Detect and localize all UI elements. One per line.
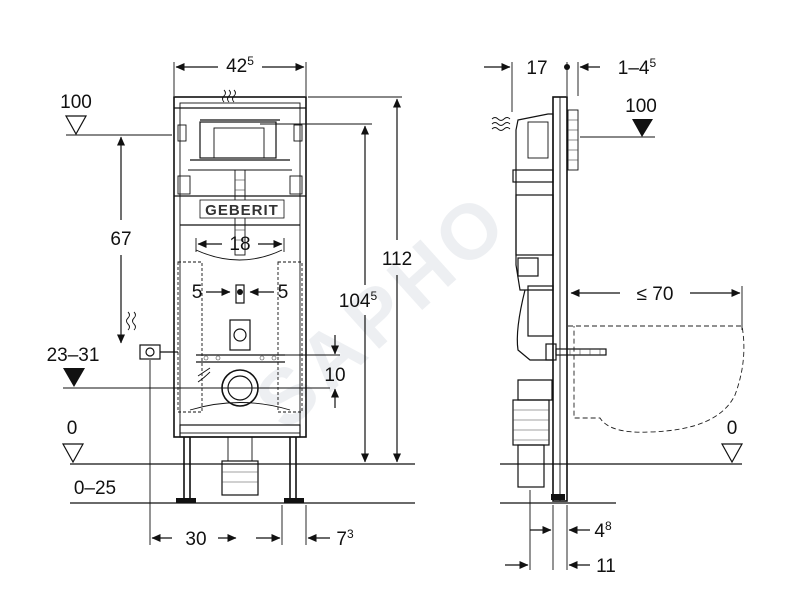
brand-plate: GEBERIT [199,199,285,219]
water-supply-wave-icon [126,311,136,331]
dim-11: 11 [596,556,616,577]
brand-logo-text: GEBERIT [205,202,279,219]
flow-wave-icon [197,367,211,383]
side-level-100-label: 100 [625,96,657,117]
side-level-zero-open-triangle [720,443,744,464]
level-100-label: 100 [60,92,92,113]
wave-icon [222,89,236,103]
level-23-31-filled-triangle [63,368,85,387]
level-zero-open-triangle [61,443,85,464]
dim-112: 112 [382,249,412,270]
dim-18: 18 [229,234,250,255]
dim-30: 30 [185,529,206,550]
dim-5-left: 5 [192,282,203,303]
frame-outline [139,96,307,503]
side-view: 17 1–45 100 ≤ 70 0 48 11 [484,56,745,577]
level-zero-label: 0 [67,418,78,439]
side-wave-icon [491,117,511,131]
dim-73: 73 [336,527,354,550]
range-0-25-label: 0–25 [74,478,116,499]
range-1-45: 1–45 [618,56,657,79]
toilet-bowl-outline [568,325,745,433]
dim-width-425: 425 [226,54,254,77]
side-level-zero-label: 0 [727,418,738,439]
range-23-31-label: 23–31 [47,345,100,366]
side-frame-outline [512,96,607,502]
dim-17: 17 [526,58,547,79]
dim-1045: 1045 [339,289,378,312]
dim-48: 48 [594,519,612,542]
side-level-100-filled-triangle [632,119,653,137]
dim-10: 10 [324,365,345,386]
dim-5-right: 5 [278,282,289,303]
dim-le-70: ≤ 70 [637,284,674,305]
dim-67: 67 [110,229,131,250]
front-view: GEBERIT 425 100 67 [47,54,415,550]
level-100-open-triangle [64,115,88,136]
